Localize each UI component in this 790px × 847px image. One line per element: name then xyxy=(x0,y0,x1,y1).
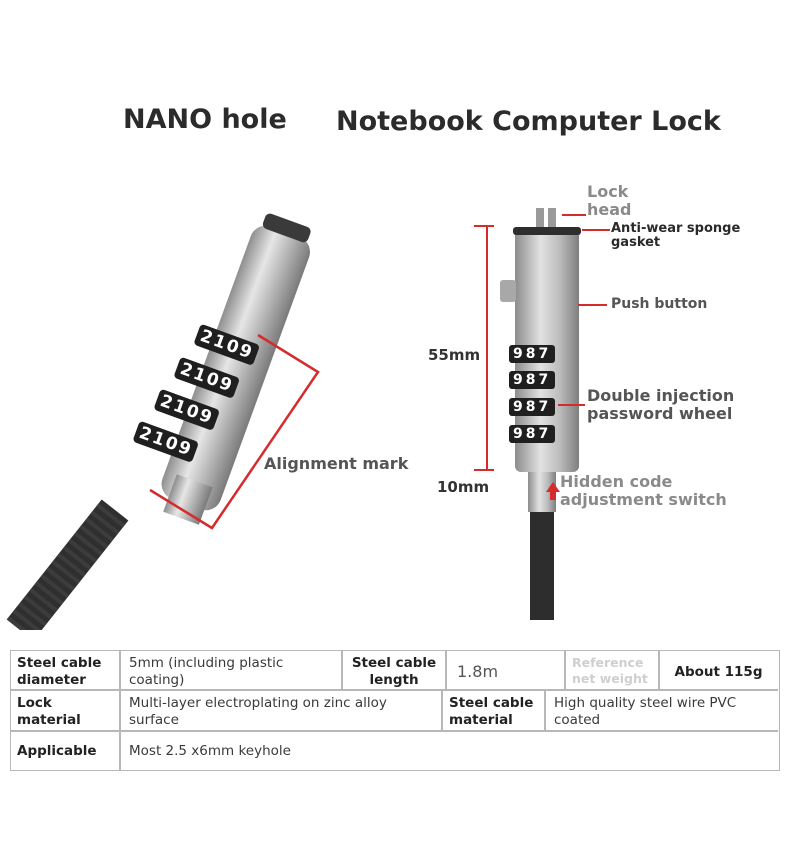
right-wheel-1[interactable]: 987 xyxy=(509,343,556,363)
label-net-weight: Reference net weight xyxy=(572,655,648,686)
value-net-weight: About 115g xyxy=(674,664,763,680)
label-cable-material: Steel cable material xyxy=(449,695,534,728)
value-cable-diameter: 5mm (including plastic coating) xyxy=(129,655,284,688)
cable-texture xyxy=(6,499,129,630)
right-wheel-4[interactable]: 987 xyxy=(509,423,556,443)
callout-lock-head: Lock head xyxy=(587,182,632,219)
col-divider xyxy=(441,689,443,730)
title-notebook-lock: Notebook Computer Lock xyxy=(336,106,721,137)
right-wheel-2[interactable]: 987 xyxy=(509,369,556,389)
row-divider xyxy=(11,730,778,732)
col-divider xyxy=(658,651,660,689)
lock-body xyxy=(161,213,311,525)
col-divider xyxy=(119,651,121,689)
col-divider xyxy=(119,730,121,770)
col-divider xyxy=(119,689,121,730)
value-lock-material: Multi-layer electroplating on zinc alloy… xyxy=(129,695,387,728)
col-divider xyxy=(341,651,343,689)
value-applicable: Most 2.5 x6mm keyhole xyxy=(129,743,291,759)
col-divider xyxy=(544,689,546,730)
dimension-lines xyxy=(474,214,610,500)
label-lock-material: Lock material xyxy=(17,695,81,728)
callout-password-wheel: Double injection password wheel xyxy=(587,386,735,423)
callout-hidden-switch: Hidden code adjustment switch xyxy=(560,472,727,509)
callout-alignment-mark: Alignment mark xyxy=(264,454,409,473)
spec-table: Steel cable diameter 5mm (including plas… xyxy=(10,650,780,771)
label-applicable: Applicable xyxy=(17,743,97,759)
nano-lock-image xyxy=(6,213,311,630)
right-wheel-3[interactable]: 987 xyxy=(509,396,556,416)
value-cable-length: 1.8m xyxy=(457,662,499,681)
dimension-55mm: 55mm xyxy=(428,346,481,364)
row-divider xyxy=(11,689,778,691)
callout-anti-wear: Anti-wear sponge gasket xyxy=(611,221,741,251)
col-divider xyxy=(564,651,566,689)
label-cable-length: Steel cable length xyxy=(351,655,437,688)
label-cable-diameter: Steel cable diameter xyxy=(17,655,102,688)
alignment-mark-outline xyxy=(149,333,320,530)
value-cable-material: High quality steel wire PVC coated xyxy=(554,695,737,728)
title-nano-hole: NANO hole xyxy=(123,104,287,135)
col-divider xyxy=(445,651,447,689)
dimension-10mm: 10mm xyxy=(437,478,490,496)
callout-push-button: Push button xyxy=(611,296,708,312)
